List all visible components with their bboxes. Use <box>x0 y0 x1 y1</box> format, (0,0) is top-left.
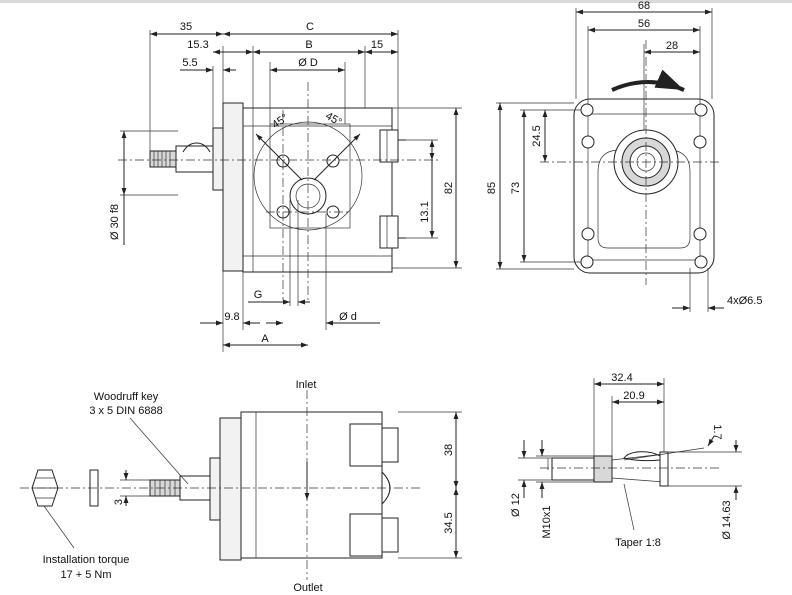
dim-4x-hole: 4xØ6.5 <box>727 295 762 307</box>
rotation-arrow <box>611 69 685 92</box>
dim-diameter-d-lower: Ø d <box>339 311 357 323</box>
port-lower-lower-view <box>381 517 399 553</box>
dim-a: A <box>261 333 269 345</box>
taper-end <box>659 451 669 487</box>
thread-section <box>593 455 613 483</box>
port-block-upper <box>349 423 383 467</box>
shaft-thread <box>149 150 177 168</box>
mount-hole <box>693 227 707 241</box>
shaft-end <box>551 457 595 481</box>
dim-9-8: 9.8 <box>224 311 239 323</box>
dim-5-5: 5.5 <box>182 57 197 69</box>
dim-20-9: 20.9 <box>623 390 644 402</box>
dim-24-5: 24.5 <box>531 125 543 146</box>
torque-label-2: 17 + 5 Nm <box>60 569 111 581</box>
top-border <box>0 0 792 3</box>
woodruff-key-label-2: 3 x 5 DIN 6888 <box>89 405 162 417</box>
dim-82: 82 <box>443 182 455 194</box>
dim-13-1: 13.1 <box>419 201 431 222</box>
dim-m10x1: M10x1 <box>541 505 553 538</box>
mount-hole <box>581 227 595 241</box>
dim-15: 15 <box>371 39 383 51</box>
shaft <box>175 145 214 173</box>
mount-hole <box>580 255 594 269</box>
dim-shaft-diameter: Ø 30 f8 <box>109 204 121 240</box>
shaft-detail: 32.4 20.9 1.7 Ø 12 M10x1 Ø 14.63 Taper 1… <box>510 372 742 549</box>
dim-15-3: 15.3 <box>187 39 208 51</box>
dim-g: G <box>254 289 263 301</box>
dim-85: 85 <box>486 182 498 194</box>
flange-spigot <box>212 127 224 191</box>
dim-38: 38 <box>443 444 455 456</box>
mount-hole <box>693 135 707 149</box>
dim-c: C <box>306 21 314 33</box>
flange-spigot-lower <box>209 457 221 521</box>
mount-hole <box>581 135 595 149</box>
port-upper <box>379 129 399 163</box>
port-block-lower <box>349 513 383 557</box>
mount-hole <box>580 103 594 117</box>
dim-34-5: 34.5 <box>443 512 455 533</box>
dim-1-7: 1.7 <box>711 424 723 439</box>
dim-diameter-d-upper: Ø D <box>298 57 318 69</box>
flange-plate-lower <box>219 417 242 561</box>
torque-label-1: Installation torque <box>43 554 130 566</box>
front-view: 68 56 28 24.5 85 73 4xØ6.5 <box>486 0 762 312</box>
dim-diameter-12: Ø 12 <box>510 493 522 517</box>
dim-3: 3 <box>113 499 125 505</box>
dim-35: 35 <box>180 21 192 33</box>
dim-56: 56 <box>638 18 650 30</box>
dim-diameter-14-63: Ø 14.63 <box>721 500 733 539</box>
outlet-label: Outlet <box>293 582 322 594</box>
port-lower <box>379 215 399 249</box>
mount-hole <box>694 255 708 269</box>
dim-68: 68 <box>638 0 650 12</box>
mount-hole <box>694 103 708 117</box>
dim-b: B <box>305 39 312 51</box>
inlet-label: Inlet <box>296 379 317 391</box>
woodruff-key-label-1: Woodruff key <box>94 391 159 403</box>
dim-28: 28 <box>666 40 678 52</box>
port-upper-lower-view <box>381 427 399 463</box>
ports-view: Inlet Outlet Woodruff key 3 x 5 DIN 6888… <box>20 379 462 594</box>
side-view: 35 C 15.3 B 15 5.5 Ø D 45° 45° Ø 30 f8 1… <box>109 21 462 352</box>
dim-32-4: 32.4 <box>611 372 632 384</box>
flange-plate <box>222 102 244 272</box>
dim-73: 73 <box>510 182 522 194</box>
taper-label: Taper 1:8 <box>615 537 661 549</box>
